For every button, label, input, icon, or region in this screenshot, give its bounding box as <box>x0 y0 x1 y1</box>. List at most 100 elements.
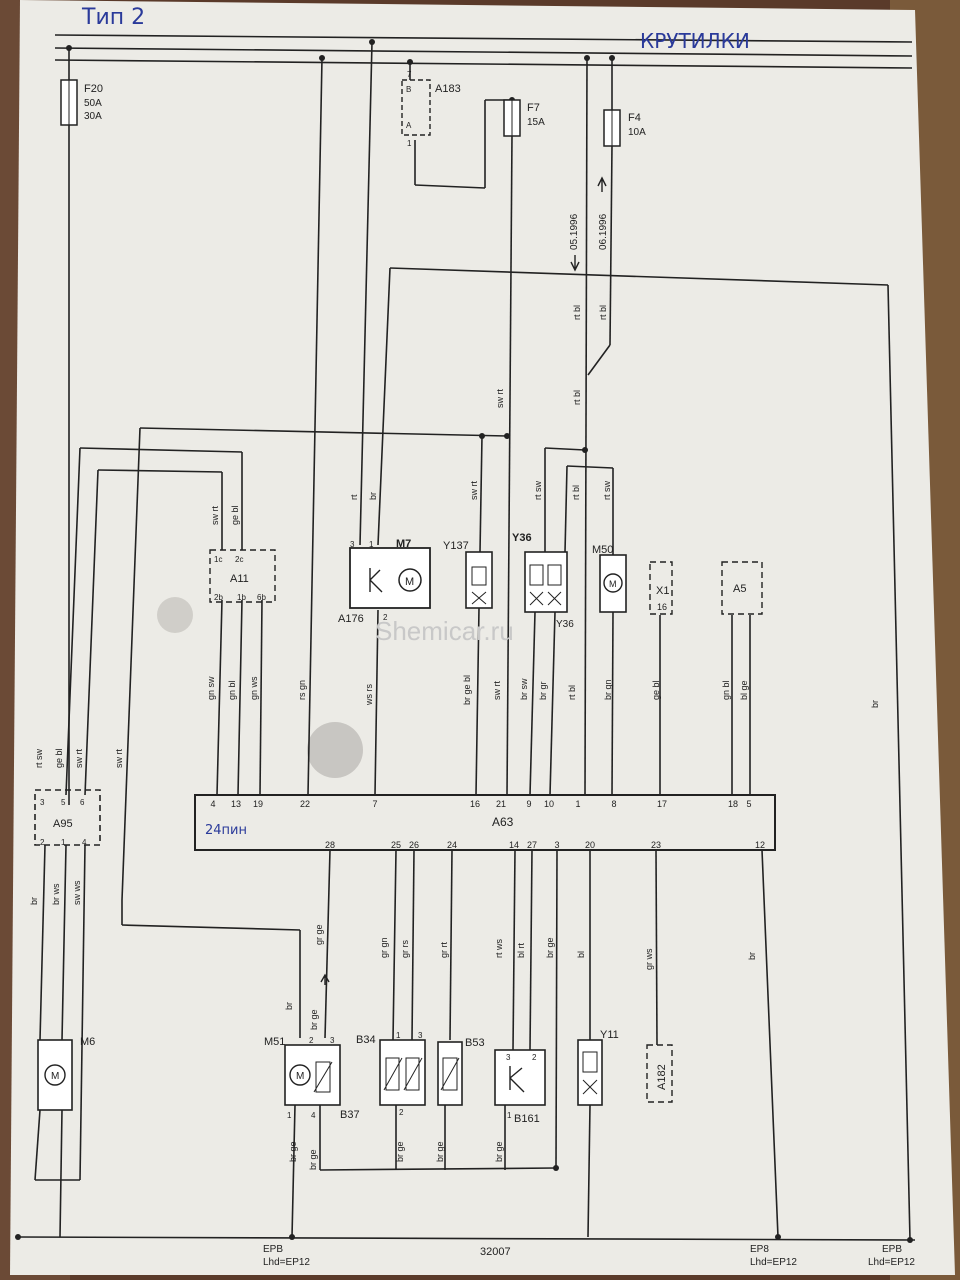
component-label: B161 <box>514 1113 540 1125</box>
motor-symbol <box>398 568 422 592</box>
wire-color-label: gn bl <box>227 680 237 700</box>
wire-color-label: bl ge <box>739 680 749 700</box>
wire <box>121 924 301 931</box>
wire-color-label: ge bl <box>230 505 240 525</box>
pin-number: 1 <box>396 1031 401 1040</box>
pin-number: 2 <box>40 838 45 847</box>
wire-color-label: rt bl <box>567 685 577 700</box>
pin-number: 22 <box>300 799 310 809</box>
ground-label: Lhd=EP12 <box>750 1257 797 1268</box>
date-label: 05.1996 <box>569 213 580 250</box>
wire <box>291 1104 296 1238</box>
svg-text:M: M <box>296 1071 304 1082</box>
wire-color-label: rs gn <box>297 680 307 700</box>
fuse-label: F7 <box>527 102 540 114</box>
pin-number: 4 <box>311 1111 316 1120</box>
component-label: X1 <box>656 585 669 597</box>
sensor-symbol <box>385 1057 400 1091</box>
wire <box>564 465 568 553</box>
wire-color-label: sw ws <box>72 880 82 905</box>
pin-number: 10 <box>544 799 554 809</box>
wire <box>584 57 588 796</box>
wire-color-label: br <box>870 700 880 708</box>
wire-color-label: rt sw <box>34 749 44 768</box>
pin-number: 4 <box>210 799 215 809</box>
ground-label: Lhd=EP12 <box>868 1257 915 1268</box>
junction-dot <box>775 1234 781 1240</box>
ground-label: EPB <box>882 1244 902 1255</box>
pin-number: 27 <box>527 840 537 850</box>
fuse-rating: 15A <box>527 117 545 128</box>
pin-number: 16 <box>470 799 480 809</box>
wire-color-label: rt bl <box>571 485 581 500</box>
bus-line <box>54 59 913 69</box>
pin-number: 3 <box>554 840 559 850</box>
component-label: B37 <box>340 1109 360 1121</box>
wire-color-label: br <box>747 952 757 960</box>
pin-number: 28 <box>325 840 335 850</box>
wire <box>449 849 453 1041</box>
pin-number: 3 <box>330 1036 335 1045</box>
wire <box>359 41 373 546</box>
a183-box <box>401 79 431 136</box>
wire-color-label: rt bl <box>572 305 582 320</box>
fuse-rating: 30A <box>84 111 102 122</box>
wire <box>139 427 508 437</box>
fuse-label: F20 <box>84 83 103 95</box>
wire-color-label: br ws <box>51 883 61 905</box>
wire <box>549 611 556 796</box>
pin-number: 13 <box>231 799 241 809</box>
junction-dot <box>504 433 510 439</box>
m6-box <box>37 1039 73 1111</box>
pin-number: 23 <box>651 840 661 850</box>
wire-color-label: br ge <box>288 1141 298 1162</box>
arrow-up-icon <box>320 973 330 985</box>
arrow-down-icon <box>570 255 580 272</box>
wire-color-label: br ge <box>308 1149 318 1170</box>
wire <box>65 447 81 796</box>
handwritten-note: Тип 2 <box>81 5 145 30</box>
transistor-symbol <box>509 1066 525 1093</box>
wire <box>411 849 415 1041</box>
wire-color-label: br <box>29 897 39 905</box>
watermark: Shemicar.ru <box>375 616 514 646</box>
pin-number: 3 <box>506 1053 511 1062</box>
ground-label: Lhd=EP12 <box>263 1257 310 1268</box>
junction-dot <box>553 1165 559 1171</box>
wire <box>506 134 513 796</box>
wire-color-label: gr rs <box>400 940 410 959</box>
fuse-rating: 10A <box>628 127 646 138</box>
wire <box>392 849 397 1041</box>
component-label: 16 <box>657 602 667 612</box>
component-label: Y36 <box>556 619 574 630</box>
pin-number: 2 <box>532 1053 537 1062</box>
a5-box <box>721 561 763 615</box>
wire-color-label: gn sw <box>206 676 216 700</box>
wire-color-label: gr ws <box>644 948 654 970</box>
junction-dot <box>369 39 375 45</box>
pin-number: 3 <box>40 798 45 807</box>
wire <box>587 344 611 376</box>
wire <box>529 849 533 1051</box>
valve-symbol <box>471 591 487 605</box>
wire <box>479 435 483 553</box>
motor-symbol <box>44 1064 66 1086</box>
m7-box <box>349 547 431 609</box>
wire <box>544 447 586 451</box>
wire <box>79 844 86 1181</box>
wire-color-label: rt sw <box>533 481 543 500</box>
svg-text:M: M <box>51 1071 59 1082</box>
pin-number: 1 <box>61 838 66 847</box>
pin-number: 1 <box>369 540 374 549</box>
handwritten-note: КРУТИЛКИ <box>640 29 750 53</box>
pin-number: 12 <box>755 840 765 850</box>
wire <box>237 599 243 796</box>
transistor-symbol <box>369 568 383 593</box>
sensor-symbol <box>442 1057 458 1091</box>
pin-number: 2b <box>214 593 223 602</box>
junction-dot <box>479 433 485 439</box>
junction-dot <box>907 1237 913 1243</box>
pin-number: 7 <box>407 70 412 79</box>
wire-color-label: gn bl <box>721 680 731 700</box>
